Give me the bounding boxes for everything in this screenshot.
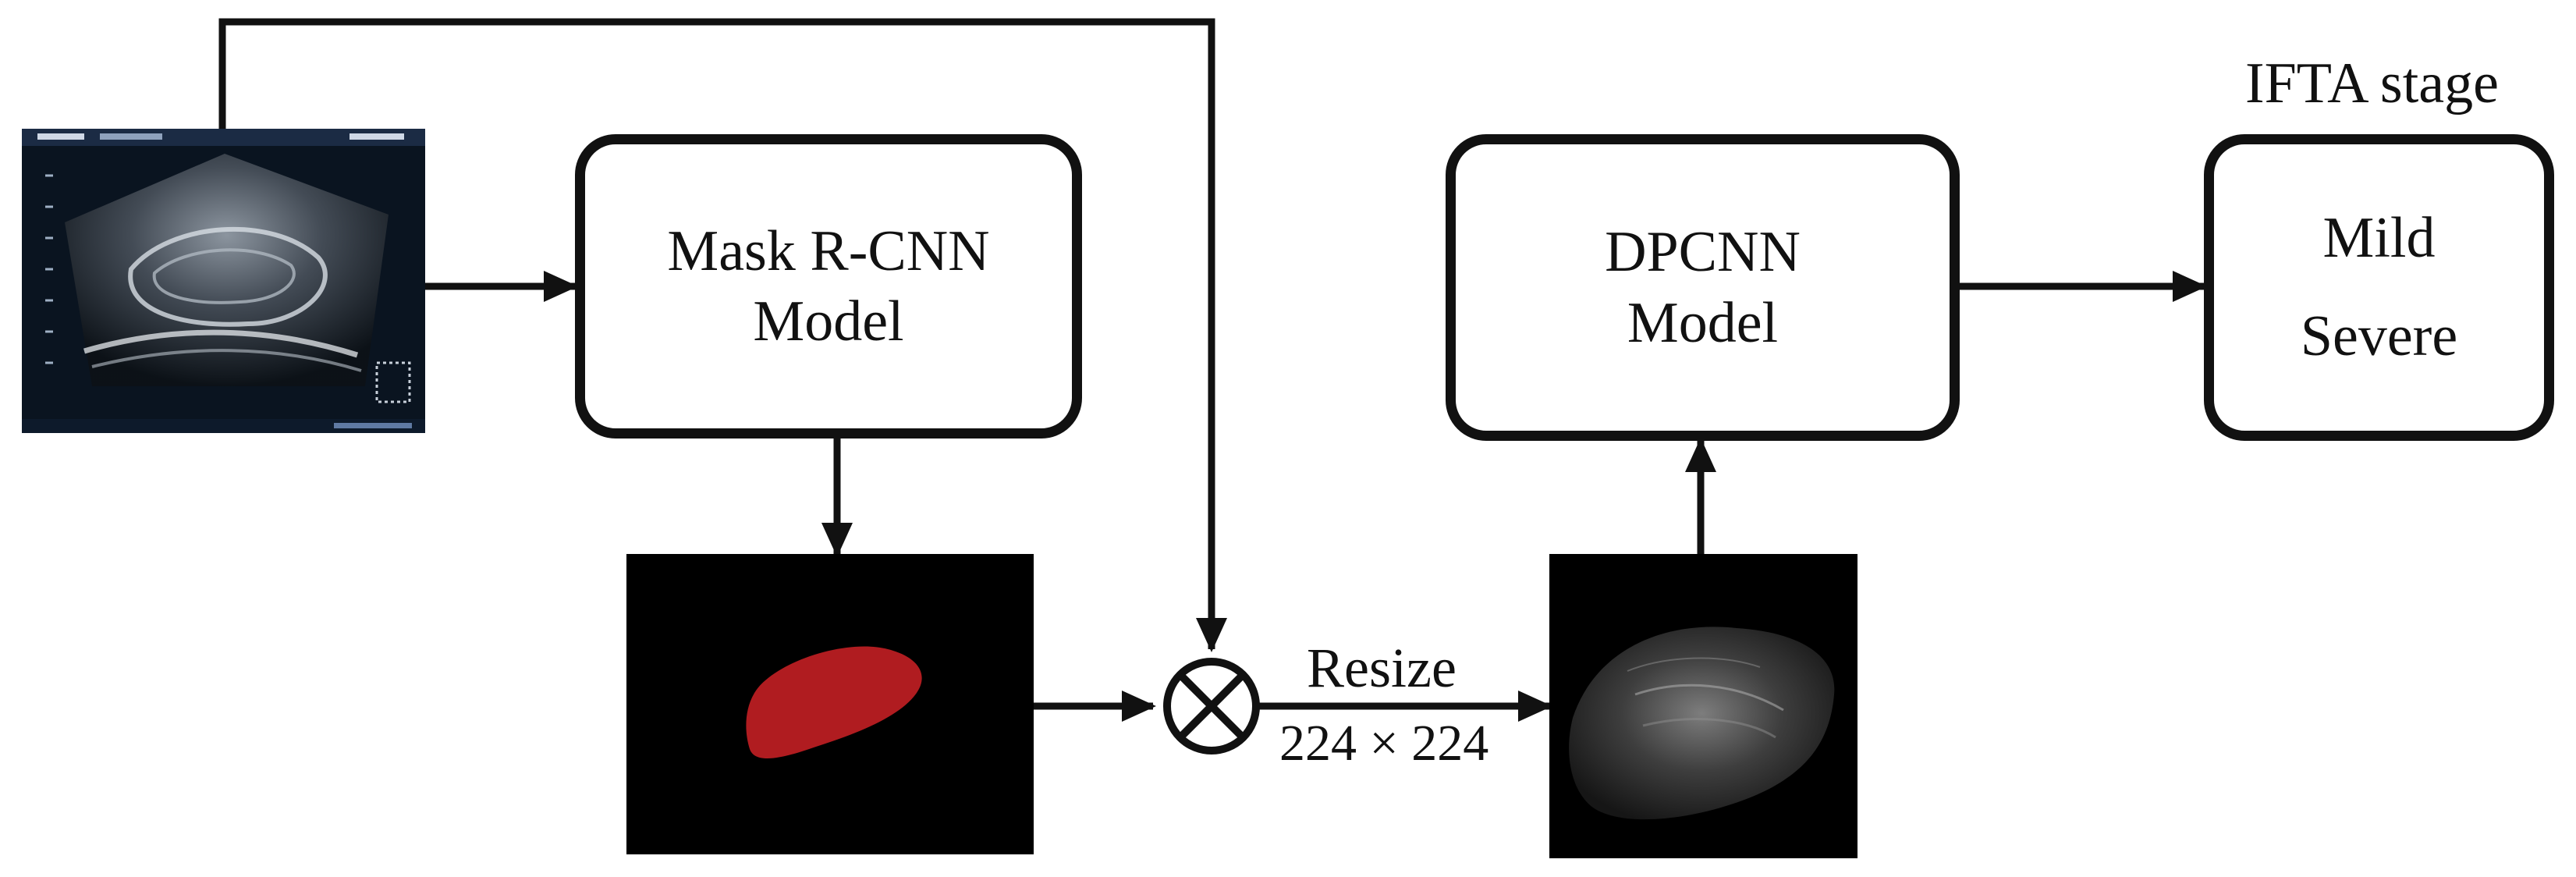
cropped-kidney-shape	[1569, 627, 1835, 820]
mask-rcnn-subtitle: Model	[753, 289, 904, 353]
cropped-kidney-image	[1549, 554, 1857, 858]
ifta-stage-label: IFTA stage	[2245, 51, 2499, 115]
ifta-severe-label: Severe	[2300, 304, 2458, 368]
ifta-stage-box: Mild Severe	[2204, 134, 2554, 441]
cropped-kidney-graphic	[1569, 627, 1835, 820]
dpcnn-title: DPCNN	[1605, 220, 1801, 285]
mask-rcnn-title: Mask R-CNN	[667, 218, 990, 283]
mask-rcnn-model-box: Mask R-CNN Model	[575, 134, 1082, 438]
kidney-mask-shape	[746, 646, 922, 759]
resize-label: Resize	[1307, 637, 1457, 699]
skip-connection-arrow	[218, 18, 1227, 652]
circled-times-icon	[1163, 658, 1260, 755]
segmentation-mask-image	[626, 554, 1034, 854]
ultrasound-scan-graphic	[22, 129, 425, 433]
kidney-mask-graphic	[746, 646, 922, 759]
dpcnn-subtitle: Model	[1627, 290, 1779, 355]
resize-dimensions-label: 224 × 224	[1279, 715, 1489, 772]
ifta-mild-label: Mild	[2322, 205, 2436, 270]
dpcnn-model-box: DPCNN Model	[1446, 134, 1960, 441]
ultrasound-input-image	[22, 129, 425, 433]
